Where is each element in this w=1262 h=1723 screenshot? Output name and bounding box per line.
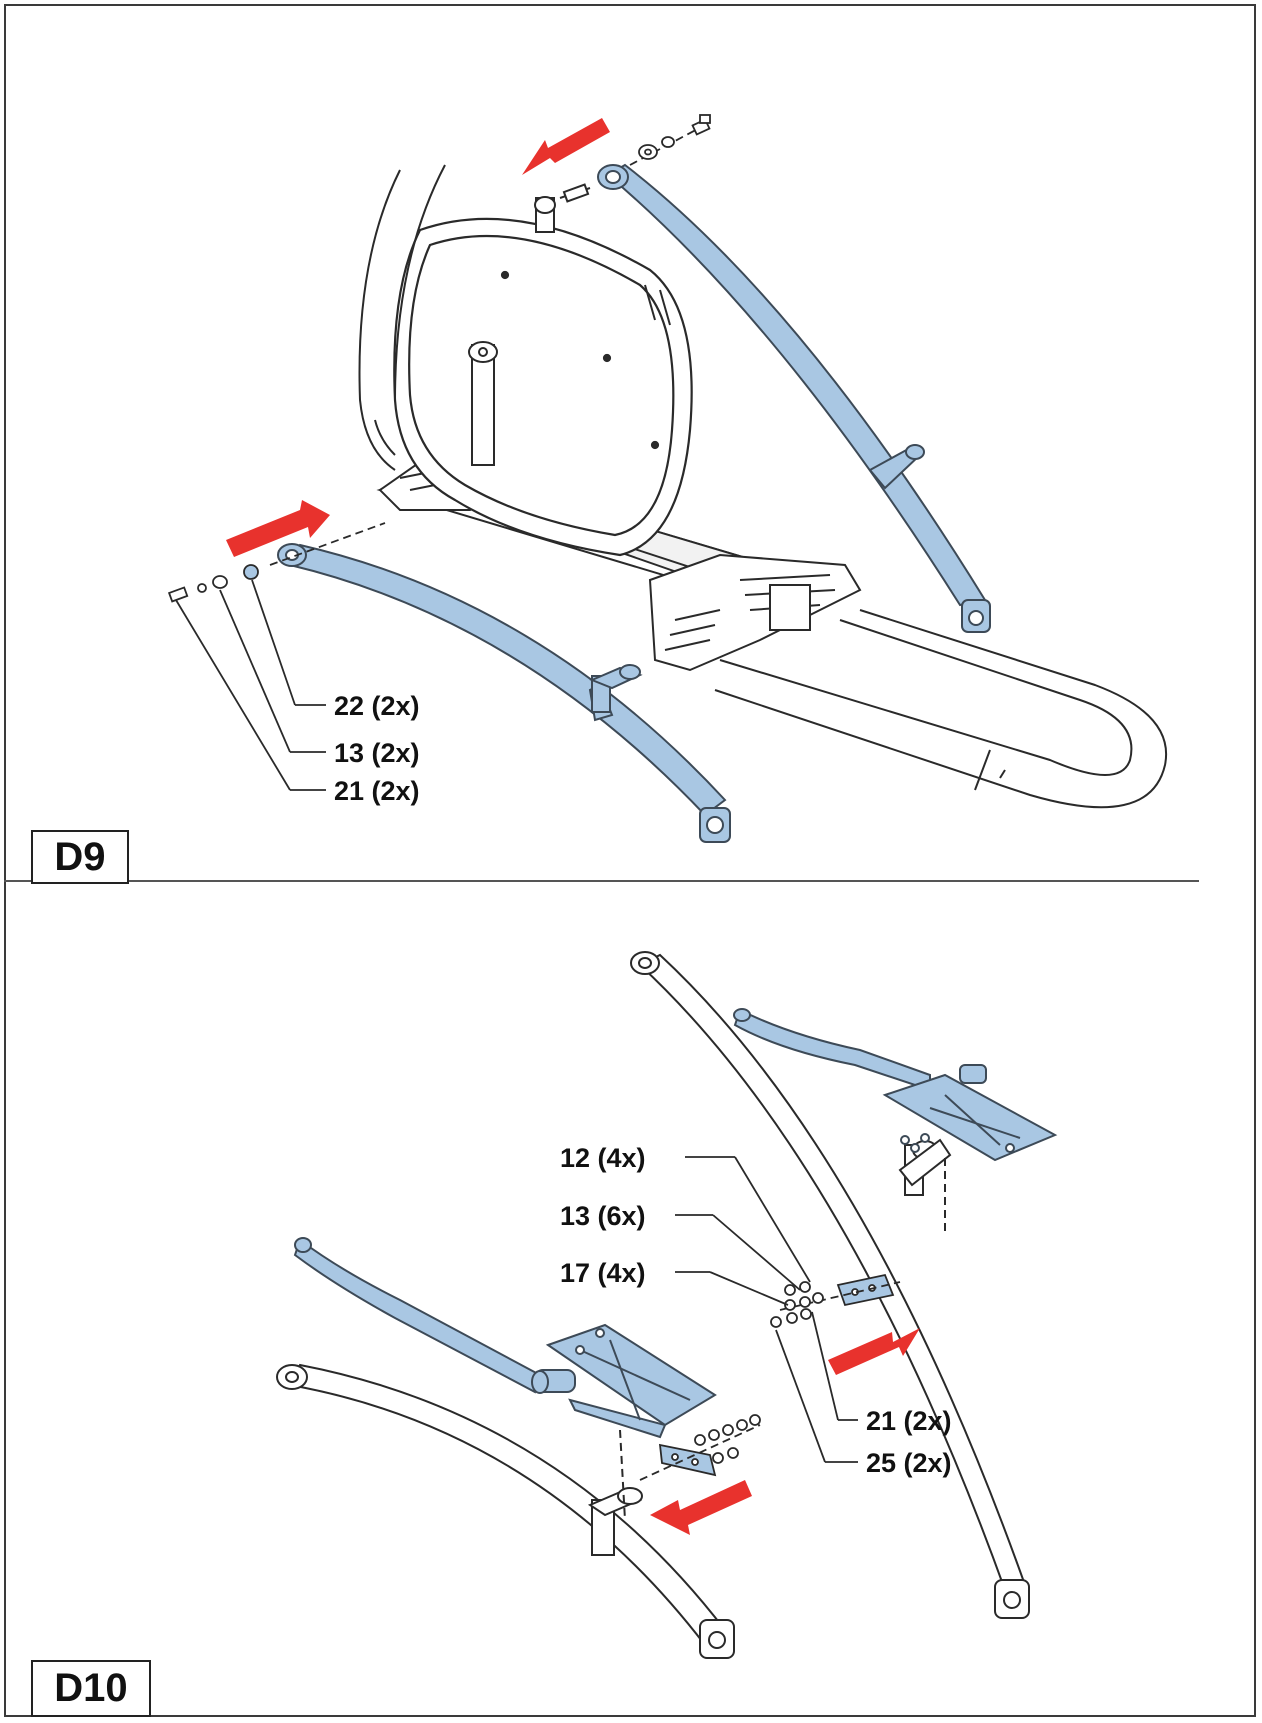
left-pedal-plate [545, 1323, 717, 1521]
step-label-d10: D10 [31, 1660, 151, 1717]
d10-leader-lines [675, 1156, 858, 1463]
upper-hardware [629, 114, 711, 166]
rear-stabilizer [714, 609, 1168, 809]
lower-hardware [167, 522, 386, 791]
step-label-d9: D9 [31, 830, 129, 884]
left-bracket [639, 1414, 761, 1481]
upper-pedal-arm [597, 163, 991, 633]
d10-callout-13: 13 (6x) [560, 1201, 646, 1231]
lower-pedal-arm [277, 543, 731, 843]
d10-callout-21: 21 (2x) [866, 1406, 952, 1436]
d10-callout-12: 12 (4x) [560, 1143, 646, 1173]
d10-arrow-left [650, 1480, 752, 1535]
front-post [468, 341, 498, 466]
d10-callout-17: 17 (4x) [560, 1258, 646, 1288]
rear-foot-plate [648, 553, 862, 672]
right-bracket [770, 1273, 901, 1328]
d9-arrow-upper [522, 118, 610, 175]
d10-arrow-right [828, 1328, 920, 1375]
d10-callout-25: 25 (2x) [866, 1448, 952, 1478]
step-divider [4, 880, 1199, 882]
right-white-arm [630, 951, 1030, 1619]
d9-callout-13: 13 (2x) [334, 738, 420, 768]
d9-arrow-lower [226, 500, 330, 557]
d9-callout-21: 21 (2x) [334, 776, 420, 806]
top-pivot-stub [534, 183, 591, 233]
left-blue-arm [293, 1237, 576, 1394]
right-pedal-plate [882, 1073, 1058, 1235]
flywheel-housing [393, 217, 693, 557]
frame-upright [358, 164, 671, 471]
d9-callout-22: 22 (2x) [334, 691, 420, 721]
d10-illustration: 12 (4x) 13 (6x) 17 (4x) 21 (2x) 25 (2x) [276, 951, 1058, 1659]
left-white-arm [276, 1363, 735, 1659]
d9-illustration: 22 (2x) 13 (2x) 21 (2x) [167, 114, 1168, 843]
